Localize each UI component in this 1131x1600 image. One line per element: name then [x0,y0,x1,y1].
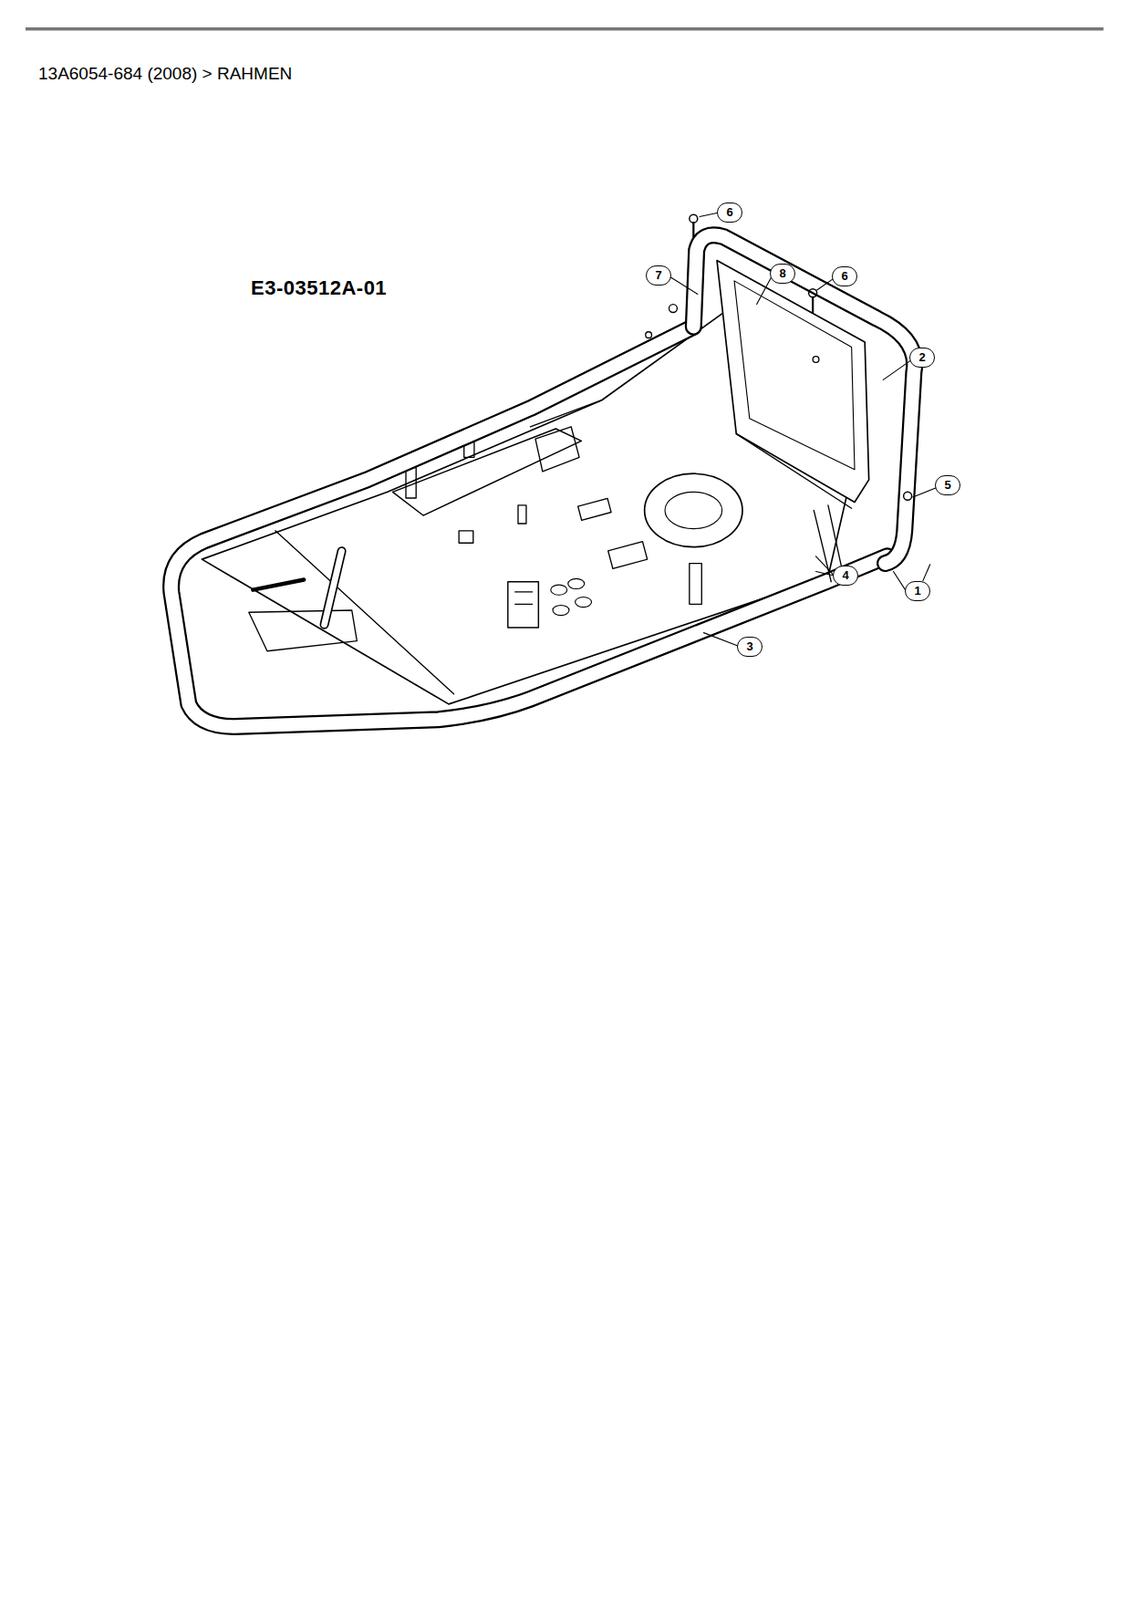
drawing-number: E3-03512A-01 [250,276,387,301]
callout-number: 5 [934,475,961,496]
callout-number: 2 [909,347,935,368]
callout-number: 4 [832,565,859,586]
callout-number: 8 [769,263,796,284]
callout-number: 7 [645,265,672,286]
callout-number: 6 [831,266,858,287]
page-title: 13A6054-684 (2008) > RAHMEN [38,63,292,84]
callout-number: 3 [736,636,763,657]
callout-number: 6 [716,202,743,223]
callout-number: 1 [904,581,931,602]
